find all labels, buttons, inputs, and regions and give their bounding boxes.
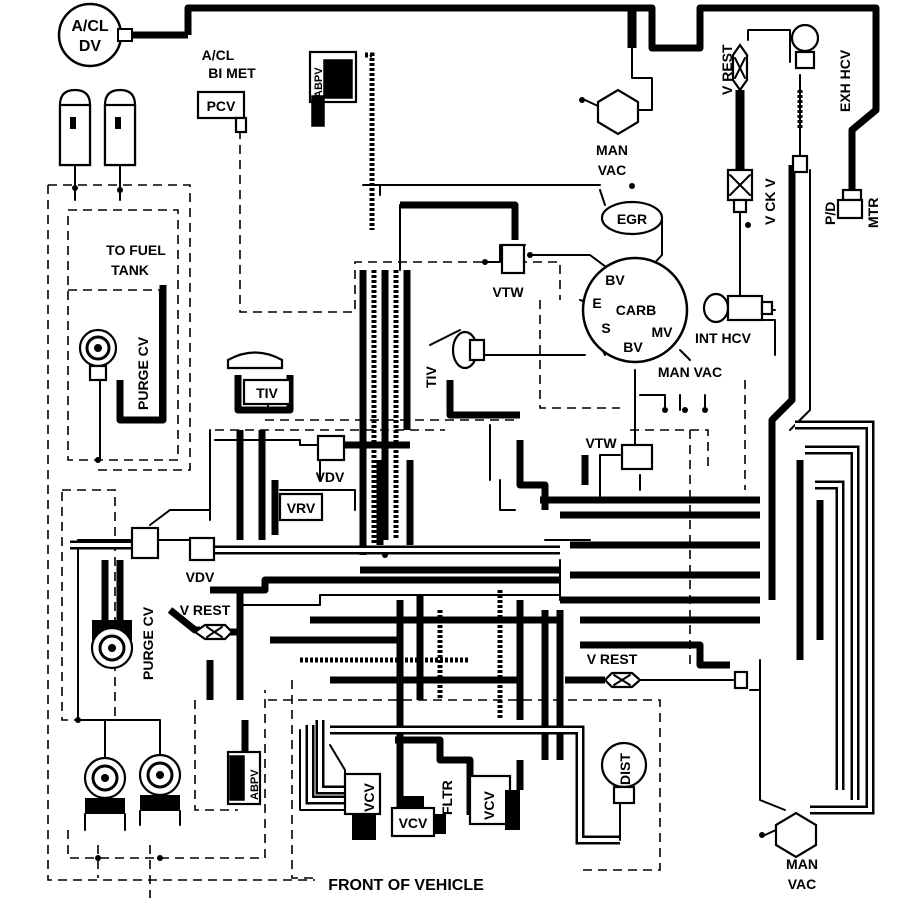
sensor-bottom-left-2 — [138, 744, 182, 826]
pcv-label: PCV — [207, 98, 236, 114]
vcv-right-label: VCV — [481, 791, 497, 820]
vtw-top-label: VTW — [492, 284, 524, 300]
vtw-top-component: VTW — [482, 243, 533, 300]
man-vac-bottom-label-2: VAC — [788, 876, 817, 892]
man-vac-top-label-2: VAC — [598, 162, 627, 178]
vdv-bottom-label: VDV — [186, 569, 215, 585]
vcv-center-label: VCV — [399, 815, 428, 831]
abpv-bottom-label: ABPV — [249, 769, 261, 800]
abpv-top-component: ABPV — [308, 50, 375, 230]
int-hcv-component: INT HCV — [695, 292, 774, 346]
canister-left — [58, 88, 92, 167]
tiv-center-component: TIV — [423, 330, 486, 388]
man-vac-mid-label: MAN VAC — [658, 364, 722, 380]
vcv-right-component: VCV — [468, 774, 520, 830]
vrv-label: VRV — [287, 500, 316, 516]
to-fuel-tank-label-1: TO FUEL — [106, 242, 166, 258]
egr-component: EGR — [599, 189, 664, 271]
vtw-mid-label: VTW — [585, 435, 617, 451]
canister-right — [103, 88, 137, 167]
man-vac-bottom-component: MAN VAC — [759, 811, 818, 892]
acl-dv-label-2: DV — [79, 38, 102, 55]
pcv-component: A/CL BI MET PCV — [196, 47, 256, 134]
exh-hcv-label: EXH HCV — [837, 49, 853, 112]
int-hcv-label: INT HCV — [695, 330, 752, 346]
purge-cv-bottom-label: PURGE CV — [140, 606, 156, 680]
egr-label: EGR — [617, 211, 647, 227]
man-vac-mid-component: MAN VAC — [658, 364, 722, 413]
vrv-component: VRV — [278, 492, 324, 522]
vcv-left-label: VCV — [361, 783, 377, 812]
man-vac-top-component: MAN VAC — [579, 88, 640, 178]
v-ck-v-component: V CK V — [726, 168, 778, 225]
acl-bimet-label-2: BI MET — [208, 65, 256, 81]
v-rest-top-label: V REST — [719, 44, 735, 95]
main-vacuum-hoses — [130, 4, 880, 600]
mtr-label: MTR — [865, 198, 881, 228]
man-vac-top-label-1: MAN — [596, 142, 628, 158]
carb-e-label: E — [592, 295, 601, 311]
carb-component: BV E CARB S MV BV — [581, 256, 689, 364]
purge-cv-bottom-component: PURGE CV — [90, 526, 160, 680]
carb-label: CARB — [616, 302, 656, 318]
vdv-mid-component: VDV — [316, 434, 346, 485]
v-rest-right-label: V REST — [587, 651, 638, 667]
abpv-bottom-component: ABPV — [226, 750, 262, 806]
vcv-center-component: VCV FLTR — [390, 780, 455, 838]
tiv-left-component: TIV — [226, 351, 292, 406]
center-left-hose-bundle — [359, 184, 611, 555]
vcv-left-component: VCV — [343, 772, 382, 840]
vdv-mid-label: VDV — [316, 469, 345, 485]
to-fuel-tank-label-2: TANK — [111, 262, 149, 278]
carb-bv-label-top: BV — [605, 272, 625, 288]
pd-mtr-component: P/D MTR — [822, 188, 881, 228]
lower-hoses — [299, 720, 621, 845]
carb-bv-label-bottom: BV — [623, 339, 643, 355]
tiv-left-label: TIV — [256, 385, 278, 401]
purge-cv-top-component: PURGE CV — [78, 328, 151, 410]
v-rest-top-component: V REST — [719, 43, 749, 95]
acl-bimet-label-1: A/CL — [202, 47, 235, 63]
dashed-routing-lines — [47, 130, 746, 898]
acl-dv-label-1: A/CL — [71, 18, 109, 35]
purge-cv-top-label: PURGE CV — [135, 336, 151, 410]
sensor-bottom-left-1 — [83, 744, 127, 831]
center-connectors — [214, 209, 776, 601]
junction-dots — [72, 183, 751, 861]
right-hose-bundle — [540, 420, 875, 815]
exh-hcv-component: EXH HCV — [790, 23, 853, 174]
carb-mv-label: MV — [652, 324, 674, 340]
dist-label: DIST — [617, 753, 633, 785]
tiv-center-label: TIV — [423, 366, 439, 388]
v-rest-left-label: V REST — [180, 602, 231, 618]
v-rest-left-component: V REST — [180, 602, 234, 641]
man-vac-bottom-label-1: MAN — [786, 856, 818, 872]
v-rest-right-component: V REST — [587, 651, 749, 690]
acl-dv-component: A/CL DV — [57, 2, 133, 68]
front-of-vehicle-label: FRONT OF VEHICLE — [328, 877, 484, 894]
pd-label: P/D — [822, 202, 838, 225]
abpv-top-label: ABPV — [313, 67, 325, 98]
dist-component: DIST — [600, 741, 648, 805]
vdv-bottom-component: VDV — [186, 536, 216, 585]
fltr-label: FLTR — [439, 780, 455, 815]
vtw-mid-component: VTW — [585, 435, 654, 471]
v-ck-v-label: V CK V — [762, 178, 778, 225]
carb-s-label: S — [601, 320, 610, 336]
